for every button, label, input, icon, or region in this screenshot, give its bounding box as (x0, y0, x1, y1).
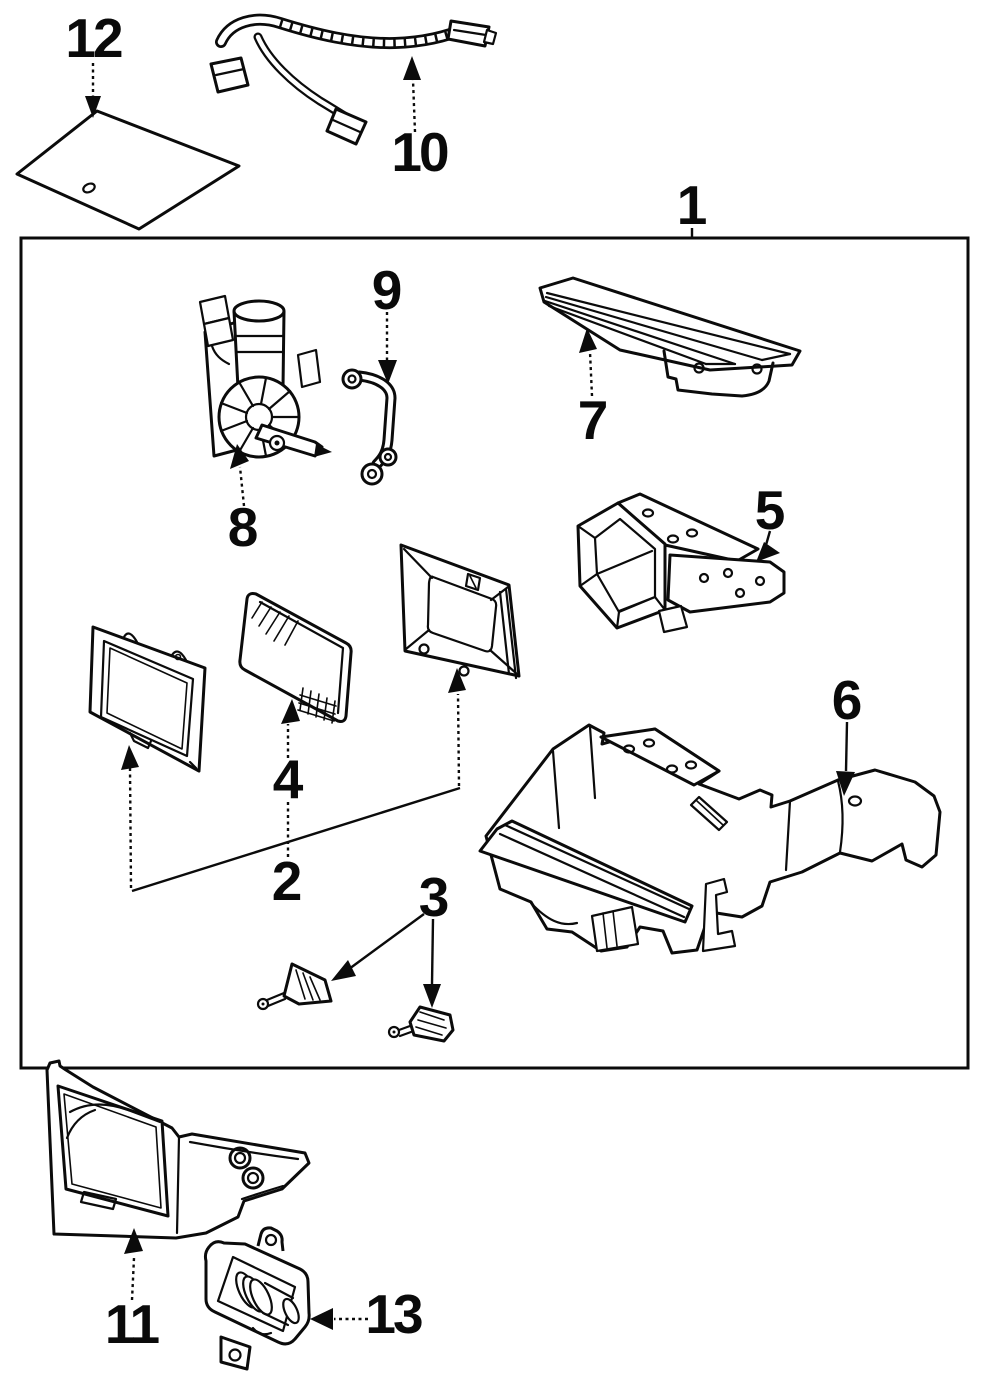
callout-6: 6 (832, 669, 863, 796)
part-11-headlamp-door (45, 1059, 311, 1240)
frame-notch (128, 731, 153, 750)
callout-5-label: 5 (755, 479, 786, 541)
frame-tab-1 (122, 632, 139, 644)
callout-5: 5 (755, 479, 786, 562)
housing-brace (689, 795, 729, 832)
part-2-seal-frame (88, 625, 207, 773)
cover-bracket (662, 349, 775, 398)
ring-clip (464, 572, 482, 592)
motor-cylinder (232, 299, 286, 390)
part-13-latch-bracket (203, 1226, 311, 1371)
bracket-side-holes (698, 567, 766, 599)
callout-12-label: 12 (65, 7, 122, 69)
callout-13-arrow (310, 1308, 333, 1330)
bracket-duct-opening (576, 501, 667, 630)
housing-lower-box (590, 905, 640, 953)
harness-corrugation (278, 19, 468, 47)
callout-2-arrow-left (121, 745, 139, 770)
callout-9: 9 (372, 259, 403, 384)
housing-struts (551, 725, 597, 830)
callout-11-arrow (124, 1228, 143, 1254)
callout-1-label: 1 (677, 174, 708, 236)
assembly-boundary-box (19, 236, 970, 1070)
part-3-adjuster-clip-a (256, 962, 333, 1011)
callout-7-label: 7 (578, 389, 609, 451)
harness-connector-branch (325, 107, 368, 146)
motor-lug (296, 348, 322, 389)
housing-scallop (529, 901, 579, 926)
callout-7: 7 (578, 328, 609, 451)
callout-2: 2 (121, 668, 466, 912)
part-6-headlamp-housing (478, 723, 942, 955)
door-grommets (228, 1146, 265, 1190)
callout-2-label: 2 (272, 850, 303, 912)
part-7-louver-cover (538, 276, 802, 398)
callout-12: 12 (65, 7, 125, 118)
housing-top-plate (599, 727, 721, 787)
callout-6-label: 6 (832, 669, 863, 731)
callout-1: 1 (677, 174, 708, 239)
motor-shaft (254, 423, 332, 458)
callout-3-label: 3 (419, 866, 450, 928)
callout-8-label: 8 (228, 496, 259, 558)
callout-2-arrow-right (448, 668, 466, 693)
callout-13-label: 13 (365, 1283, 422, 1345)
callout-5-arrow (756, 542, 780, 562)
callout-3-arrow-down (423, 984, 441, 1008)
callout-9-arrow (378, 360, 397, 384)
part-2-retaining-ring (399, 543, 521, 680)
part-5-mount-bracket (576, 492, 786, 634)
callout-8: 8 (228, 444, 259, 558)
latch-roller (235, 1271, 300, 1336)
harness-connector-right (446, 19, 498, 48)
callout-12-arrow (85, 96, 101, 118)
frame-tab-2 (170, 650, 188, 662)
callout-11: 11 (105, 1228, 162, 1355)
bracket-foot (657, 604, 689, 634)
housing-leg (701, 877, 737, 953)
part-3-adjuster-clip-b (387, 1005, 455, 1043)
door-opening (56, 1084, 170, 1218)
part-12-protective-sheet (15, 109, 241, 231)
bracket-side-plate (666, 553, 786, 614)
harness-connector-left (209, 56, 250, 94)
louver-slots (543, 291, 792, 366)
callout-13: 13 (310, 1283, 425, 1345)
sheet-hole (82, 182, 96, 194)
latch-bottom-tab (219, 1335, 252, 1371)
callout-6-arrow (836, 771, 855, 796)
callout-9-label: 9 (372, 259, 403, 321)
callout-10: 10 (391, 56, 451, 183)
callout-3-arrow-left (331, 960, 356, 981)
housing-duct-hole (847, 795, 863, 807)
door-slot (79, 1190, 118, 1211)
door-fold-line (175, 1135, 181, 1235)
callout-4-arrow (281, 699, 300, 724)
ring-screw-1 (418, 643, 430, 655)
lens-flute-grid (297, 687, 337, 724)
part-10-wiring-harness (209, 13, 498, 146)
housing-duct-contour (836, 779, 844, 854)
door-wing-crease (188, 1140, 300, 1161)
latch-top-tab (256, 1226, 285, 1252)
callout-10-label: 10 (391, 121, 448, 183)
callout-3: 3 (331, 866, 449, 1008)
callout-7-arrow (579, 328, 597, 353)
lens-hatch (251, 601, 299, 646)
part-4-sealed-beam-lens (238, 592, 353, 724)
callout-4: 4 (273, 699, 304, 858)
callout-8-arrow (230, 444, 249, 469)
ring-screw-2 (458, 665, 470, 677)
part-8-headlamp-motor (198, 294, 332, 459)
motor-connector (198, 294, 235, 366)
callout-11-label: 11 (105, 1293, 160, 1355)
callout-4-label: 4 (273, 748, 304, 810)
part-9-motor-link (341, 368, 398, 486)
callout-10-arrow (403, 56, 421, 80)
housing-front-rail (478, 819, 694, 924)
